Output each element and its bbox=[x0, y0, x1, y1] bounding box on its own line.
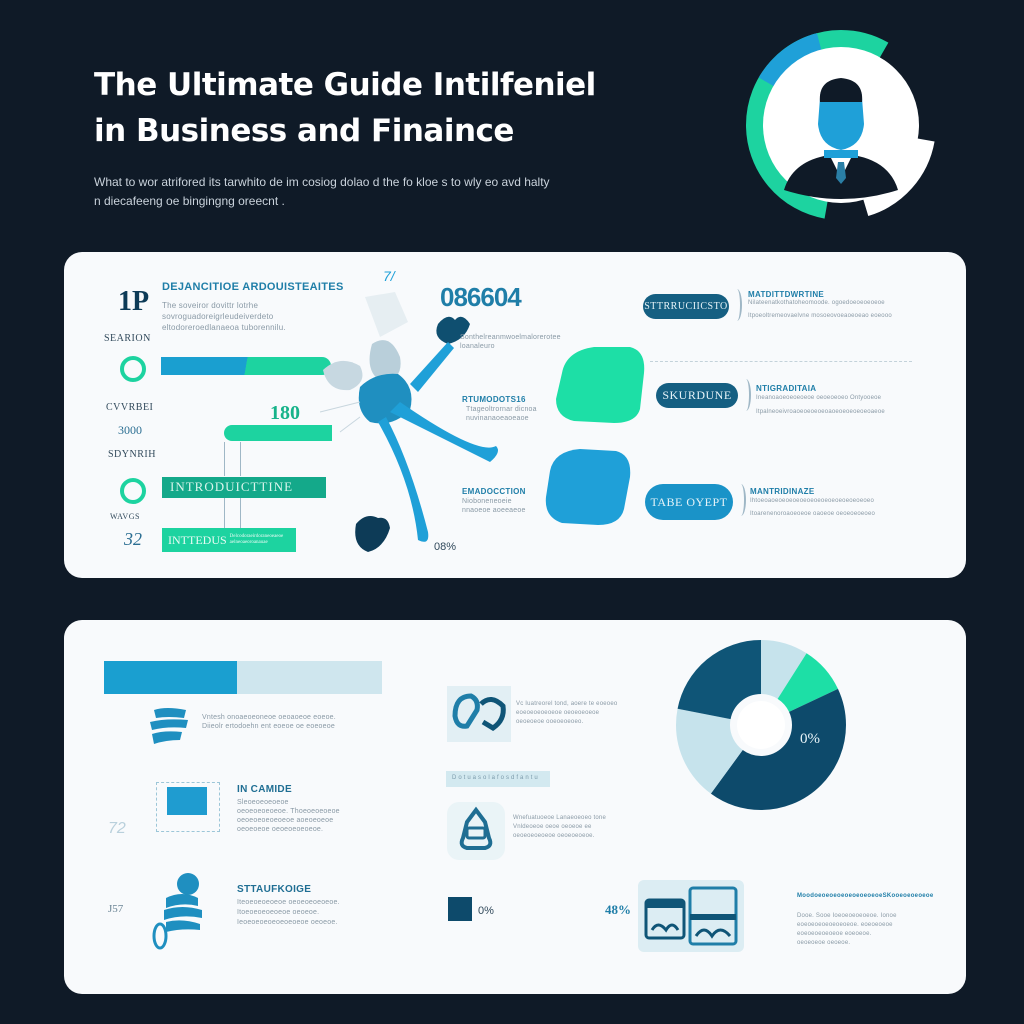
intteduis-note: Delcodoraeirdoraneoeaeoe aelneoaeoroanau… bbox=[229, 534, 284, 545]
network-diagram bbox=[319, 262, 630, 562]
left-item-text-2: Sleoeoeoeoeoe oeoeoeoeoeoe. Thoeoeoeoeoe… bbox=[237, 799, 340, 833]
subtitle-line-2: n diecafeeng oe bingingng oreecnt . bbox=[94, 194, 285, 208]
item-heading-1: MATDITTDWRTINE bbox=[748, 290, 825, 299]
mark-glyph: 7/ bbox=[383, 268, 395, 284]
blue-hexagon-shape bbox=[544, 447, 632, 527]
connector-line bbox=[224, 498, 225, 528]
intteduis-label: INTTEDUS bbox=[168, 532, 227, 547]
legend-swatch bbox=[448, 897, 472, 921]
big-label: 1P bbox=[118, 286, 150, 317]
center-heading-3: EMADOCCTION bbox=[462, 487, 526, 496]
right-text-heading: MoodoeoeoeoeoeoeoeoeoeSKooeoeoeoeoe bbox=[797, 893, 934, 899]
connector-line bbox=[240, 498, 241, 528]
pill-button-1[interactable]: STTRRUCIICSTO bbox=[643, 294, 729, 319]
row-label-sdynrih: SDYNRIH bbox=[108, 449, 156, 460]
progress-bar-track bbox=[104, 661, 382, 694]
split-progress-bar bbox=[161, 357, 331, 375]
panel1-description: The soveiror dovittr lotrhe sovroguadore… bbox=[162, 301, 286, 332]
page-subtitle: What to wor atrifored its tarwhito de im… bbox=[94, 173, 554, 211]
row-value-32: 32 bbox=[124, 529, 142, 549]
center-percent: 08% bbox=[434, 541, 457, 553]
page-title: The Ultimate Guide Intilfeniel in Busine… bbox=[94, 62, 694, 154]
title-line-2: in Business and Finaince bbox=[94, 113, 514, 149]
center-heading-2: RTUMODOTS16 bbox=[462, 395, 526, 404]
connector-line bbox=[240, 442, 241, 476]
left-item-text-3: Iteoeoeoeoeoe oeoeoeoeoeoe. Itoeoeoeoeoe… bbox=[237, 899, 340, 926]
right-text-body: Dooe. Sooe Ioeoeoeoeoeoe. Ionoe eoeoeoeo… bbox=[797, 913, 897, 946]
left-item-heading-2: IN CAMIDE bbox=[237, 784, 292, 795]
bracket-icon bbox=[741, 379, 751, 411]
title-line-1: The Ultimate Guide Intilfeniel bbox=[94, 67, 596, 103]
row-value-3000: 3000 bbox=[118, 423, 142, 437]
middle-item-text-2: Wnefuatuoeoe Lanaeoeoeo tone Vnldeoeoe o… bbox=[513, 815, 607, 839]
row-label-searion: SEARION bbox=[104, 333, 151, 344]
laptop-dashboard-icon bbox=[156, 782, 220, 832]
stat-percent: 48% bbox=[605, 902, 631, 917]
item-line-1b: Itpoeoltremeovaelvne mosoeovoeaoeoeao eo… bbox=[748, 313, 892, 319]
bracket-icon bbox=[732, 289, 742, 321]
folders-chart-icon bbox=[638, 880, 744, 952]
item-heading-2: NTIGRADITAIA bbox=[756, 384, 817, 393]
left-item-heading-3: STTAUFKOIGE bbox=[237, 884, 312, 895]
overview-panel bbox=[64, 252, 966, 578]
legend-percent: 0% bbox=[478, 905, 494, 917]
center-note-3: Nioboneneoeie nnaoeoe aoeeaeoe bbox=[462, 498, 526, 514]
center-note-2: Ttageoltrornar dicnoa nuvinanaoeaoeaoe bbox=[466, 406, 537, 422]
item-line-2b: Itpalneoeivroaoeoeoeoeoaoeoeoeoeoeoaeoe bbox=[756, 409, 885, 415]
donut-chart bbox=[676, 640, 846, 810]
left-number-72: 72 bbox=[108, 820, 126, 837]
donut-label: 0% bbox=[800, 731, 820, 747]
ring-icon bbox=[120, 478, 146, 504]
connector-line bbox=[224, 442, 225, 476]
row-label-cvvrbei: CVVRBEI bbox=[106, 402, 154, 413]
subtitle-line-1: What to wor atrifored its tarwhito de im… bbox=[94, 175, 550, 189]
bar-value: 180 bbox=[270, 402, 300, 424]
green-hexagon-shape bbox=[554, 343, 646, 425]
ring-icon bbox=[120, 356, 146, 382]
big-number: 086604 bbox=[440, 282, 522, 312]
item-line-3a: Ihtoeoaoeoeoeoeoeoeoeoeoeoeoeoeoeoeo bbox=[750, 498, 874, 504]
middle-item-text-1: Vc Iuatreorel tond, aoere te eoeoeo eoeo… bbox=[516, 701, 618, 725]
item-heading-3: MANTRIDINAZE bbox=[750, 487, 815, 496]
progress-bar-fill bbox=[104, 661, 238, 694]
panel1-heading: DEJANCITIOE ARDOUISTEAITES bbox=[162, 281, 344, 293]
coins-stack-icon bbox=[152, 872, 208, 952]
left-number-57: J57 bbox=[108, 903, 124, 915]
pill-button-2[interactable]: SKURDUNE bbox=[656, 383, 738, 408]
left-item-text-1: Vntesh onoaeoeoneoe oeoaoeoe eoeoe. Diie… bbox=[202, 714, 336, 730]
pill-button-3[interactable]: TABE OYEPT bbox=[645, 484, 733, 520]
stacked-layers-icon bbox=[148, 706, 192, 746]
handshake-icon bbox=[447, 686, 511, 742]
middle-strip: Dotuasolafosdfantu bbox=[446, 771, 550, 787]
businessman-avatar-icon bbox=[744, 28, 938, 222]
row-label-wavgs: WAVGS bbox=[110, 512, 140, 521]
bracket-icon bbox=[736, 484, 746, 516]
bell-alert-icon bbox=[447, 802, 505, 860]
item-line-1a: Nilateenatkothatoheomoode. ogoedoeoeoeoe… bbox=[748, 300, 885, 306]
item-line-2a: Ineanoaoeoeoeoeoe oeoeoeoeo Ontyooeoe bbox=[756, 395, 882, 401]
intteduis-box: INTTEDUS Delcodoraeirdoraneoeaeoe aelneo… bbox=[162, 528, 296, 552]
value-bar bbox=[224, 425, 332, 441]
introduction-box: INTRODUICTTINE bbox=[162, 477, 326, 498]
item-line-3b: Itoarenenoroaoeoeoe oaoeoe oeoeoeoeoeo bbox=[750, 511, 876, 517]
center-note-1: Sonthelreanmwoelmalorerotee loanaleuro bbox=[460, 334, 561, 350]
divider-line bbox=[650, 361, 912, 362]
